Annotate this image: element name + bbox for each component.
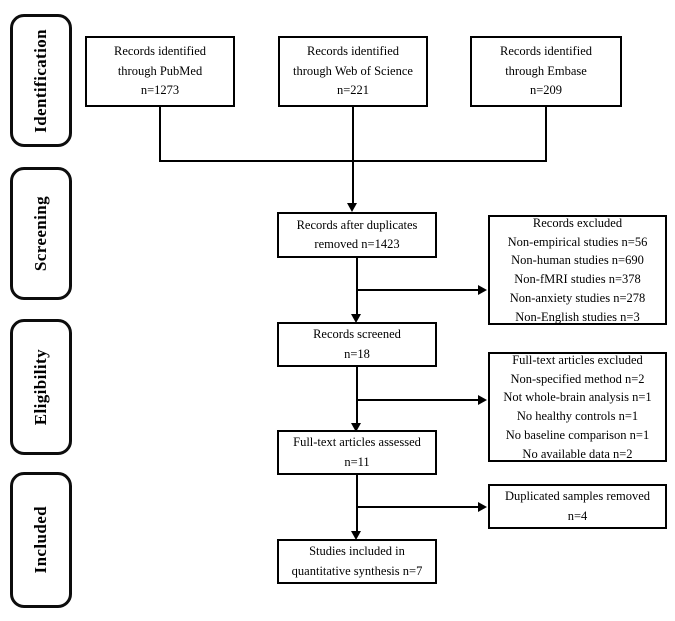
box-records-screened: Records screened n=18 xyxy=(277,322,437,367)
box-line-2: n=4 xyxy=(567,508,588,523)
box-line-1: Records identified xyxy=(307,44,399,59)
stage-pill-identification: Identification xyxy=(10,14,72,147)
connector-pubmed-down xyxy=(159,107,161,161)
arrowhead-to-duplicated-samples xyxy=(478,502,487,512)
records-excluded-item-3: Non-fMRI studies n=378 xyxy=(514,272,641,286)
box-line-3: n=209 xyxy=(529,83,563,98)
records-excluded-item-4: Non-anxiety studies n=278 xyxy=(509,290,646,305)
box-fulltext-assessed: Full-text articles assessed n=11 xyxy=(277,430,437,475)
arrowhead-to-studies-included xyxy=(351,531,361,540)
box-line-1: Records screened xyxy=(313,327,401,342)
box-line-1: Studies included in xyxy=(309,544,405,559)
fulltext-excluded-item-5: No available data n=2 xyxy=(522,446,633,461)
box-duplicated-samples-removed: Duplicated samples removed n=4 xyxy=(488,484,667,529)
records-excluded-item-1: Non-empirical studies n=56 xyxy=(507,234,648,249)
fulltext-excluded-item-4: No baseline comparison n=1 xyxy=(505,427,650,442)
stage-label-screening: Screening xyxy=(31,195,50,272)
connector-assessed-down xyxy=(356,475,358,532)
box-line-2: through PubMed xyxy=(117,63,203,78)
arrowhead-to-fulltext-excluded xyxy=(478,395,487,405)
box-records-after-duplicates: Records after duplicates removed n=1423 xyxy=(277,212,437,258)
connector-branch-duplicated-samples xyxy=(356,506,478,508)
box-line-2: through Web of Science xyxy=(293,63,413,78)
fulltext-excluded-item-1: Non-specified method n=2 xyxy=(510,371,645,386)
box-line-1: Full-text articles assessed xyxy=(293,435,421,450)
connector-screened-down xyxy=(356,367,358,424)
stage-pill-eligibility: Eligibility xyxy=(10,319,72,455)
box-line-2: removed n=1423 xyxy=(314,237,400,251)
fulltext-excluded-heading: Full-text articles excluded xyxy=(512,352,643,367)
box-line-1: Duplicated samples removed xyxy=(504,489,651,504)
stage-label-identification: Identification xyxy=(31,28,50,133)
fulltext-excluded-item-2: Not whole-brain analysis n=1 xyxy=(503,390,652,405)
box-line-2: n=18 xyxy=(344,346,370,361)
connector-duplicates-down xyxy=(356,258,358,315)
connector-branch-records-excluded xyxy=(356,289,478,291)
arrowhead-to-records-screened xyxy=(351,314,361,323)
box-line-3: n=1273 xyxy=(140,83,180,98)
records-excluded-item-5: Non-English studies n=3 xyxy=(515,309,640,324)
stage-pill-included: Included xyxy=(10,472,72,608)
arrowhead-to-fulltext-assessed xyxy=(351,423,361,432)
arrowhead-to-records-excluded xyxy=(478,285,487,295)
arrowhead-to-after-duplicates xyxy=(347,203,357,212)
box-line-1: Records identified xyxy=(114,44,206,59)
connector-embase-down xyxy=(545,107,547,161)
box-studies-included: Studies included in quantitative synthes… xyxy=(277,539,437,584)
box-line-2: n=11 xyxy=(344,454,370,469)
box-line-2: quantitative synthesis n=7 xyxy=(291,563,423,578)
box-records-web-of-science: Records identified through Web of Scienc… xyxy=(278,36,428,107)
box-fulltext-excluded: Full-text articles excluded Non-specifie… xyxy=(488,352,667,462)
stage-label-included: Included xyxy=(31,506,50,574)
stage-pill-screening: Screening xyxy=(10,167,72,300)
box-line-1: Records after duplicates xyxy=(296,217,418,232)
box-records-embase: Records identified through Embase n=209 xyxy=(470,36,622,107)
box-records-excluded: Records excluded Non-empirical studies n… xyxy=(488,215,667,325)
connector-bus-to-duplicates xyxy=(352,160,354,204)
connector-branch-fulltext-excluded xyxy=(356,399,478,401)
records-excluded-item-2: Non-human studies n=690 xyxy=(511,253,644,268)
box-line-1: Records identified xyxy=(500,44,592,59)
box-line-3: n=221 xyxy=(336,83,370,98)
fulltext-excluded-item-3: No healthy controls n=1 xyxy=(516,409,639,423)
stage-label-eligibility: Eligibility xyxy=(31,348,50,426)
box-line-2: through Embase xyxy=(505,63,587,78)
box-records-pubmed: Records identified through PubMed n=1273 xyxy=(85,36,235,107)
records-excluded-heading: Records excluded xyxy=(532,215,623,230)
connector-wos-down xyxy=(352,107,354,161)
